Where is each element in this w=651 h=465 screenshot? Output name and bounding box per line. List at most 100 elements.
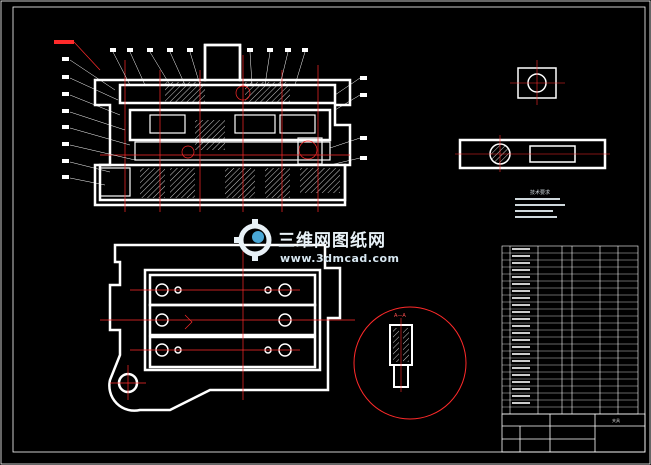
top-view-center-lines: [100, 235, 355, 400]
leader-line: [329, 137, 361, 149]
leader-line: [69, 111, 126, 131]
parts-list-cell-mark: [512, 297, 530, 299]
callout-balloon: [285, 48, 291, 52]
parts-list-cell-mark: [512, 325, 530, 327]
callout-balloon: [360, 93, 367, 97]
parts-list-cell-mark: [512, 339, 530, 341]
leader-line: [169, 51, 186, 86]
detail-boundary: [353, 306, 467, 420]
callout-balloon: [62, 57, 69, 61]
callout-leaders-top: [112, 51, 306, 86]
parts-list-cell-mark: [512, 360, 530, 362]
callout-balloon: [147, 48, 153, 52]
note-line: [515, 198, 560, 200]
parts-list-cell-mark: [512, 262, 530, 264]
detail-block: [279, 114, 316, 134]
gear-tooth: [252, 254, 258, 261]
parts-list-cell-mark: [512, 304, 530, 306]
parts-list-cell-mark: [512, 374, 530, 376]
parts-list-cell-mark: [512, 395, 530, 397]
callout-balloon: [62, 159, 69, 163]
parts-list-rows: [502, 248, 638, 408]
watermark-title: 三维网图纸网: [278, 231, 386, 251]
hatch-region: [140, 168, 165, 198]
hatch-region: [195, 120, 225, 150]
hatch-region: [170, 168, 195, 198]
detail-block: [234, 114, 276, 134]
leader-line: [264, 51, 271, 86]
front-view-upper-plate: [118, 83, 337, 105]
leader-line: [112, 51, 131, 86]
callout-balloon: [62, 109, 69, 113]
cut-marker: [184, 314, 193, 330]
watermark-gear-icon: [234, 219, 272, 261]
parts-list-cell-mark: [512, 381, 530, 383]
callout-balloon: [62, 125, 69, 129]
leader-line: [129, 51, 146, 86]
leader-line: [69, 77, 119, 101]
detail-view-small: [510, 60, 565, 105]
detail-block: [134, 141, 331, 161]
front-view-details: [99, 114, 331, 197]
leader-line: [334, 77, 361, 96]
hatch-region: [165, 82, 205, 102]
clamp-bar: [148, 335, 317, 369]
callout-balloon: [360, 76, 367, 80]
callout-balloons-top: [110, 48, 308, 52]
leader-line: [69, 127, 131, 146]
callout-balloon: [360, 156, 367, 160]
callout-balloons-right: [360, 76, 367, 160]
callout-balloon: [267, 48, 273, 52]
leader-line: [279, 51, 289, 86]
front-view-top-boss: [203, 43, 242, 82]
note-line: [515, 204, 565, 206]
technical-notes-title: 技术要求: [530, 190, 551, 196]
leader-line: [149, 51, 171, 86]
title-block-name: 夹具: [612, 418, 620, 423]
parts-list-cell-mark: [512, 402, 530, 404]
callout-balloon: [62, 92, 69, 96]
leader-line: [329, 157, 361, 166]
watermark: 三维网图纸网 www.3dmcad.com: [250, 224, 430, 272]
technical-notes-lines: [515, 198, 565, 218]
callout-balloon: [127, 48, 133, 52]
callout-balloon: [187, 48, 193, 52]
title-block-border: [501, 413, 646, 453]
bushing-hatch: [393, 328, 399, 362]
hatch-region: [245, 82, 290, 102]
parts-list-cell-mark: [512, 332, 530, 334]
leader-line: [73, 41, 101, 71]
detail-block: [297, 137, 323, 165]
callout-balloon: [62, 142, 69, 146]
top-view-outline: [108, 243, 342, 412]
hole-circle: [235, 85, 251, 101]
detail-block: [99, 167, 131, 197]
front-view: [93, 43, 352, 207]
front-view-mid-plate: [128, 108, 332, 142]
callout-balloon: [360, 136, 367, 140]
title-block: [501, 413, 646, 453]
leader-line: [189, 51, 201, 86]
section-marker: A—A: [394, 313, 406, 319]
bushing-hatch: [403, 328, 409, 362]
leader-line: [69, 94, 121, 116]
parts-list-cell-mark: [512, 318, 530, 320]
parts-list-cell-mark: [512, 290, 530, 292]
leader-line: [69, 144, 136, 161]
leader-line: [69, 177, 106, 186]
leader-line: [69, 59, 116, 91]
leader-line: [69, 161, 111, 173]
detail-block: [149, 114, 186, 134]
gear-tooth: [234, 237, 241, 243]
leader-line: [294, 51, 306, 86]
callout-leaders-right: [329, 77, 361, 166]
parts-list-cell-mark: [512, 248, 530, 250]
callout-balloon: [110, 48, 116, 52]
parts-list-cell-mark: [512, 353, 530, 355]
part-number-tag: [54, 40, 74, 44]
callout-balloon: [62, 75, 69, 79]
parts-list-cell-mark: [512, 276, 530, 278]
callout-balloon: [62, 175, 69, 179]
watermark-url: www.3dmcad.com: [280, 252, 400, 265]
